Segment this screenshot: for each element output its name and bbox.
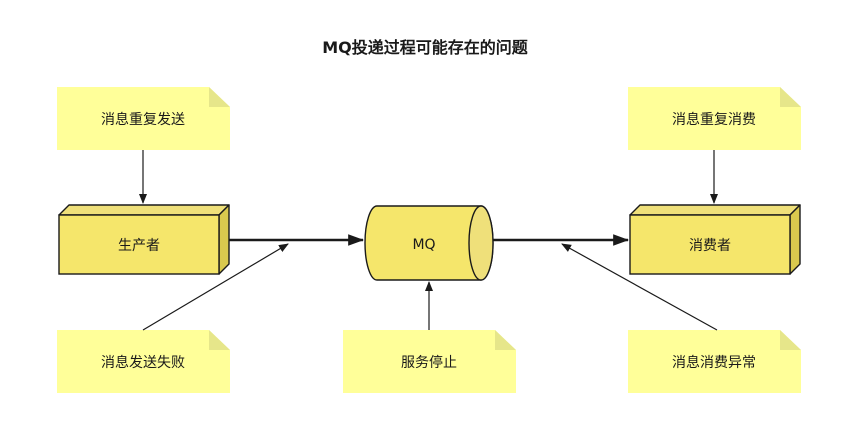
note-send-failure: 消息发送失败	[57, 330, 230, 393]
mq-node: MQ	[364, 205, 494, 281]
note-duplicate-consume-label: 消息重复消费	[672, 111, 756, 128]
note-duplicate-consume: 消息重复消费	[628, 87, 801, 150]
note-service-stop: 服务停止	[343, 330, 516, 393]
mq-label: MQ	[412, 237, 435, 253]
note-consume-exception-label: 消息消费异常	[672, 354, 756, 371]
note-service-stop-label: 服务停止	[401, 354, 457, 371]
send-failure-arrow	[142, 243, 289, 331]
producer-node: 生产者	[58, 204, 230, 275]
note-duplicate-send: 消息重复发送	[57, 87, 230, 150]
note-send-failure-label: 消息发送失败	[101, 354, 185, 371]
consumer-node: 消费者	[629, 204, 801, 275]
consumer-label: 消费者	[689, 238, 731, 254]
consume-exception-arrow	[561, 243, 718, 331]
diagram-title: MQ投递过程可能存在的问题	[322, 38, 529, 57]
producer-label: 生产者	[118, 238, 160, 254]
note-duplicate-send-label: 消息重复发送	[101, 111, 185, 128]
note-consume-exception: 消息消费异常	[628, 330, 801, 393]
